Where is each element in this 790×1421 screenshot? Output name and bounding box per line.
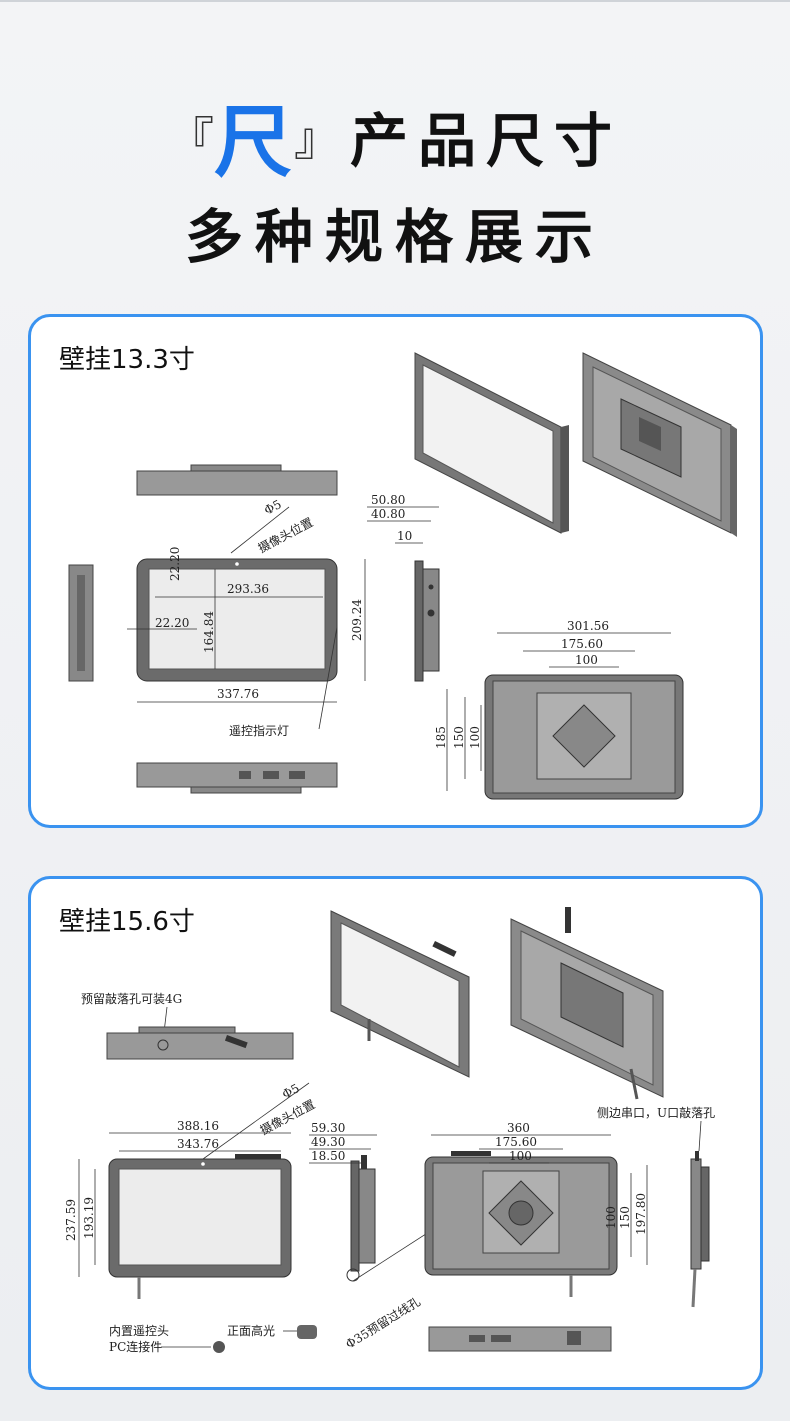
label-pc-connector: PC连接件 [109, 1339, 162, 1354]
perspective-front-view [330, 910, 470, 1078]
dim-width-293-36: 293.36 [227, 582, 269, 596]
label-camera-position: 摄像头位置 [255, 514, 315, 555]
dim-top-22-20: 22.20 [168, 547, 182, 581]
spec-card-15-6: 壁挂15.6寸 预留敲落孔可装4G [28, 876, 763, 1390]
drawing-13-3: Φ5 摄像头位置 293.36 22.20 22.20 164.84 209.2… [68, 352, 737, 800]
label-remote-head: 内置遥控头 [109, 1324, 169, 1338]
dim-back-width-301-56: 301.56 [567, 619, 609, 633]
dim-depth-10: 10 [397, 529, 412, 543]
dim-back-width-360: 360 [507, 1121, 530, 1135]
dim-depth-49-30: 49.30 [311, 1135, 345, 1149]
spec-card-13-3: 壁挂13.3寸 [28, 314, 763, 828]
bracket-open: 『 [167, 112, 214, 166]
dim-width-337-76: 337.76 [217, 687, 259, 701]
label-4g-knockout: 预留敲落孔可装4G [81, 991, 182, 1006]
label-side-serial: 侧边串口，U口敲落孔 [597, 1105, 715, 1120]
main-front-view [78, 1082, 310, 1299]
dim-back-100-v: 100 [468, 726, 482, 749]
dim-vesa-100-h: 100 [575, 653, 598, 667]
section-heading: 『尺』产品尺寸 [0, 80, 790, 188]
heading-title: 产品尺寸 [350, 107, 623, 175]
dim-back-197-80: 197.80 [634, 1193, 648, 1235]
side-profile-view [367, 506, 440, 682]
dim-vesa-175-60: 175.60 [495, 1135, 537, 1149]
dim-back-185: 185 [434, 726, 448, 749]
perspective-back-view [582, 352, 737, 537]
dim-camera-hole: Φ5 [262, 497, 284, 518]
top-view [106, 1026, 294, 1060]
heading-subtitle: 多种规格展示 [184, 203, 605, 271]
perspective-back-view [510, 907, 664, 1100]
back-vesa-view [424, 1134, 648, 1297]
dim-back-100-v: 100 [604, 1206, 618, 1229]
dim-left-22-20: 22.20 [155, 616, 189, 630]
dim-back-150: 150 [618, 1206, 632, 1229]
bottom-view [428, 1326, 612, 1352]
card-title-15-6: 壁挂15.6寸 [59, 907, 195, 937]
right-side-view [690, 1151, 710, 1308]
label-camera-position: 摄像头位置 [257, 1096, 317, 1137]
dim-height-209-24: 209.24 [350, 599, 364, 641]
label-front-gloss: 正面高光 [227, 1323, 275, 1338]
left-side-view [68, 564, 94, 682]
bottom-view [136, 762, 338, 794]
dim-depth-18-50: 18.50 [311, 1149, 345, 1163]
drawing-15-6: 预留敲落孔可装4G Φ5 摄像头位置 388.16 343.76 237.59 … [64, 907, 715, 1354]
top-view [136, 464, 338, 496]
top-divider [0, 0, 790, 2]
bracket-close: 』 [294, 112, 340, 166]
dim-depth-59-30: 59.30 [311, 1121, 345, 1135]
dim-height-237-59: 237.59 [64, 1199, 78, 1241]
dim-back-150: 150 [452, 726, 466, 749]
dim-depth-50-80: 50.80 [371, 493, 405, 507]
card-title-13-3: 壁挂13.3寸 [59, 345, 195, 375]
dim-camera-hole: Φ5 [280, 1081, 302, 1102]
dim-height-193-19: 193.19 [82, 1197, 96, 1239]
dim-vesa-175-60: 175.60 [561, 637, 603, 651]
main-front-view [127, 506, 366, 730]
dim-height-164-84: 164.84 [202, 611, 216, 653]
label-remote-indicator: 遥控指示灯 [229, 723, 289, 738]
gloss-part [297, 1325, 317, 1339]
heading-highlight-char: 尺 [213, 98, 294, 188]
dim-width-388-16: 388.16 [177, 1119, 219, 1133]
dim-depth-40-80: 40.80 [371, 507, 405, 521]
back-vesa-view [446, 632, 684, 800]
perspective-front-view [414, 352, 569, 534]
dim-vesa-100-h: 100 [509, 1149, 532, 1163]
label-cable-hole: Φ35预留过线孔 [343, 1295, 423, 1352]
remote-head-part [213, 1341, 225, 1353]
dim-width-343-76: 343.76 [177, 1137, 219, 1151]
